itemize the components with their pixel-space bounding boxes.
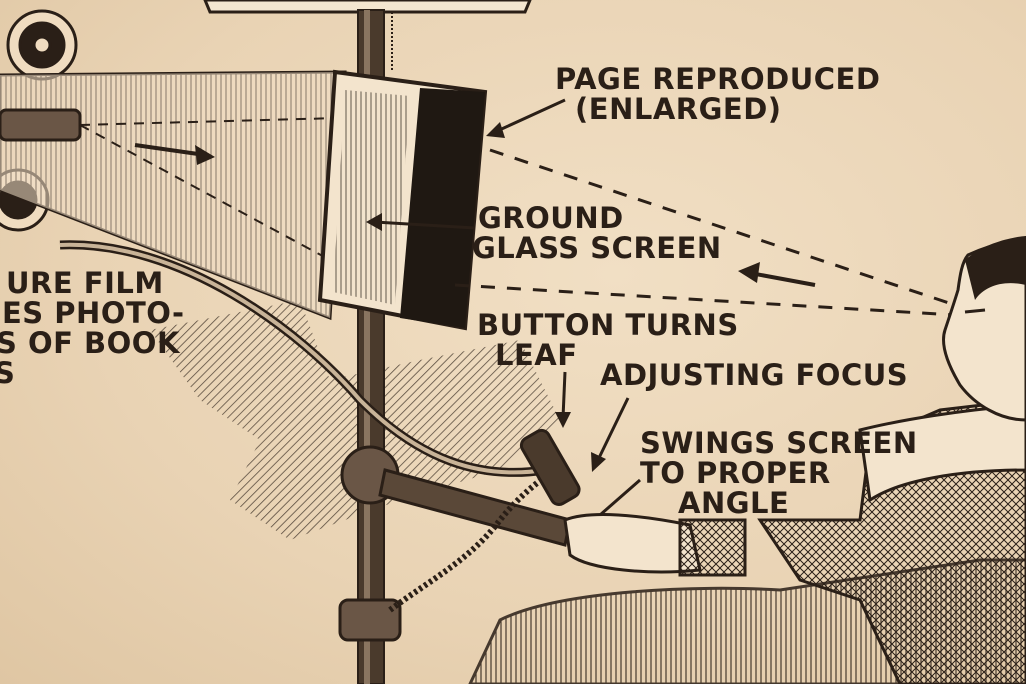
label-line: PAGE REPRODUCED — [555, 62, 881, 96]
label-line: BUTTON TURNS — [477, 308, 739, 342]
label-line: ES PHOTO- — [2, 296, 185, 330]
reader-hair — [965, 236, 1026, 300]
label-page-reproduced: PAGE REPRODUCED (ENLARGED) — [555, 64, 880, 124]
lamp-shade — [203, 0, 532, 14]
label-line: TO PROPER — [640, 456, 831, 490]
hand-control — [519, 428, 581, 506]
label-line: S — [0, 356, 16, 390]
control-arm — [378, 468, 572, 547]
label-line: GROUND — [478, 201, 624, 235]
label-button-turns-leaf: BUTTON TURNS LEAF — [477, 310, 739, 370]
label-swings-screen: SWINGS SCREEN TO PROPER ANGLE — [640, 428, 918, 518]
label-line: SWINGS SCREEN — [640, 426, 918, 460]
label-ground-glass: GROUND GLASS SCREEN — [472, 203, 722, 263]
reader-cuff — [678, 518, 747, 577]
label-adjusting-focus: ADJUSTING FOCUS — [600, 358, 909, 392]
label-film: URE FILM ES PHOTO- S OF BOOK S — [0, 268, 184, 388]
label-line: GLASS SCREEN — [472, 231, 722, 265]
label-line: LEAF — [495, 338, 578, 372]
film-reel-top — [6, 9, 78, 81]
label-line: (ENLARGED) — [575, 92, 782, 126]
shadow-hatching — [150, 300, 560, 540]
label-line: S OF BOOK — [0, 326, 180, 360]
lens-tube — [0, 108, 82, 142]
label-line: URE FILM — [6, 266, 164, 300]
label-line: ANGLE — [678, 486, 790, 520]
